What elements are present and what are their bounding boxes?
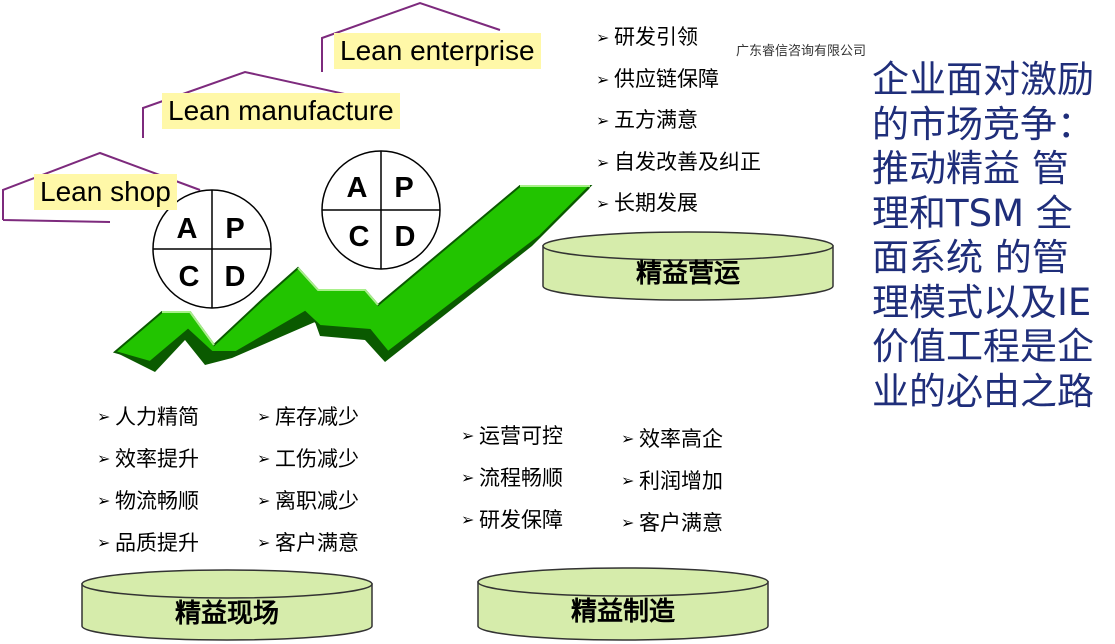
apcd1-c: C (179, 261, 200, 293)
apcd2-a: A (347, 172, 368, 204)
site-bullet-text: 人力精简 (115, 405, 199, 429)
operations-bullet-text: 自发改善及纠正 (614, 149, 761, 174)
mfg-bullet-text: 客户满意 (639, 511, 723, 535)
arrowhead-icon: ➢ (621, 471, 635, 490)
platform-site (81, 569, 373, 641)
operations-bullet: ➢长期发展 (596, 183, 761, 225)
apcd2-d: D (395, 221, 416, 253)
arrowhead-icon: ➢ (257, 407, 271, 426)
operations-bullet: ➢研发引领 (596, 17, 761, 59)
mfg-bullet-text: 利润增加 (639, 469, 723, 493)
arrowhead-icon: ➢ (461, 426, 475, 445)
mfg-bullets-right: ➢效率高企 ➢利润增加 ➢客户满意 (621, 418, 723, 544)
company-name: 广东睿信咨询有限公司 (736, 44, 867, 59)
mfg-bullet: ➢流程畅顺 (461, 457, 563, 499)
platform-manufacturing-label: 精益制造 (571, 597, 675, 627)
site-bullets-left: ➢人力精简 ➢效率提升 ➢物流畅顺 ➢品质提升 (97, 396, 199, 564)
site-bullet-text: 效率提升 (115, 447, 199, 471)
platform-operations (542, 231, 834, 301)
arrowhead-icon: ➢ (596, 152, 610, 172)
arrowhead-icon: ➢ (621, 513, 635, 532)
level-label-enterprise: Lean enterprise (334, 33, 541, 69)
apcd2-c: C (349, 221, 370, 253)
growth-staircase-arrow (112, 185, 593, 372)
platform-operations-label: 精益营运 (636, 259, 740, 289)
apcd1-p: P (225, 213, 244, 245)
mfg-bullets-left: ➢运营可控 ➢流程畅顺 ➢研发保障 (461, 415, 563, 541)
mfg-bullet-text: 效率高企 (639, 427, 723, 451)
site-bullet: ➢客户满意 (257, 522, 359, 564)
apcd1-a: A (177, 213, 198, 245)
site-bullet-text: 物流畅顺 (115, 489, 199, 513)
operations-bullet-text: 五方满意 (614, 108, 698, 132)
operations-bullet: ➢供应链保障 (596, 59, 761, 101)
platform-manufacturing (477, 567, 769, 641)
site-bullet: ➢库存减少 (257, 396, 359, 438)
roof-outline-manufacture (142, 70, 391, 138)
mfg-bullet-text: 流程畅顺 (479, 466, 563, 490)
level-label-shop: Lean shop (34, 174, 177, 210)
site-bullet: ➢离职减少 (257, 480, 359, 522)
site-bullet: ➢工伤减少 (257, 438, 359, 480)
arrowhead-icon: ➢ (596, 28, 610, 47)
site-bullet-text: 品质提升 (115, 531, 199, 555)
operations-bullet: ➢自发改善及纠正 (596, 142, 761, 184)
apcd-circle-1 (152, 189, 272, 309)
apcd2-p: P (394, 172, 413, 204)
operations-bullet-text: 供应链保障 (614, 66, 719, 91)
arrowhead-icon: ➢ (461, 468, 475, 487)
site-bullets-right: ➢库存减少 ➢工伤减少 ➢离职减少 ➢客户满意 (257, 396, 359, 564)
site-bullet: ➢物流畅顺 (97, 480, 199, 522)
arrowhead-icon: ➢ (97, 533, 111, 552)
site-bullet: ➢品质提升 (97, 522, 199, 564)
operations-bullet: ➢五方满意 (596, 100, 761, 142)
site-bullet-text: 工伤减少 (275, 447, 359, 471)
operations-bullet-list: ➢研发引领 ➢供应链保障 ➢五方满意 ➢自发改善及纠正 ➢长期发展 (596, 17, 761, 225)
arrowhead-icon: ➢ (257, 491, 271, 510)
arrowhead-icon: ➢ (596, 111, 610, 130)
arrowhead-icon: ➢ (97, 491, 111, 510)
site-bullet: ➢效率提升 (97, 438, 199, 480)
mfg-bullet: ➢效率高企 (621, 418, 723, 460)
level-label-manufacture: Lean manufacture (162, 93, 400, 129)
arrowhead-icon: ➢ (596, 69, 610, 89)
arrowhead-icon: ➢ (97, 407, 111, 426)
site-bullet: ➢人力精简 (97, 396, 199, 438)
mfg-bullet-text: 研发保障 (479, 508, 563, 532)
roof-outline-enterprise (321, 1, 501, 72)
headline-text: 企业面对激励的市场竞争：推动精益 管理和TSM 全面系统 的管理模式以及IE价值… (872, 58, 1094, 413)
operations-bullet-text: 长期发展 (614, 191, 698, 215)
arrowhead-icon: ➢ (257, 533, 271, 552)
apcd1-d: D (225, 261, 246, 293)
mfg-bullet: ➢客户满意 (621, 502, 723, 544)
apcd-circle-2 (321, 150, 441, 270)
mfg-bullet: ➢研发保障 (461, 499, 563, 541)
arrowhead-icon: ➢ (257, 449, 271, 468)
mfg-bullet-text: 运营可控 (479, 424, 563, 448)
site-bullet-text: 客户满意 (275, 531, 359, 555)
arrowhead-icon: ➢ (97, 449, 111, 468)
site-bullet-text: 库存减少 (275, 405, 359, 429)
mfg-bullet: ➢运营可控 (461, 415, 563, 457)
platform-site-label: 精益现场 (175, 599, 279, 629)
arrowhead-icon: ➢ (461, 510, 475, 529)
arrowhead-icon: ➢ (596, 194, 610, 213)
site-bullet-text: 离职减少 (275, 489, 359, 513)
roof-outline-shop (1, 151, 201, 223)
arrowhead-icon: ➢ (621, 429, 635, 448)
operations-bullet-text: 研发引领 (614, 25, 698, 49)
mfg-bullet: ➢利润增加 (621, 460, 723, 502)
